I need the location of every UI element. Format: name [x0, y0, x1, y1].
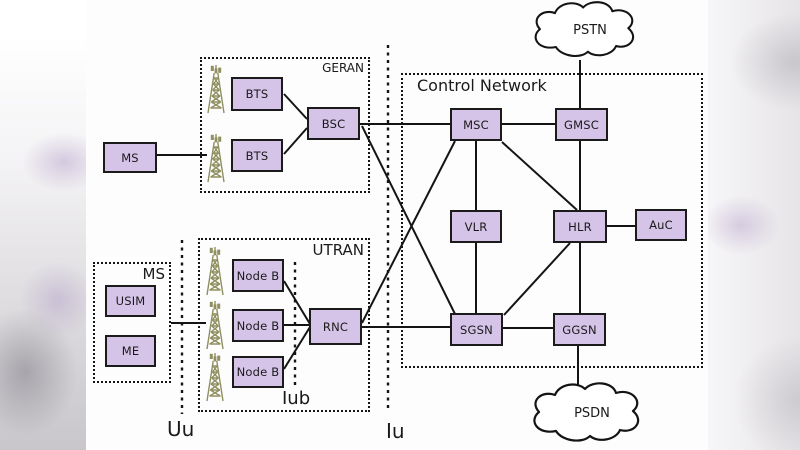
edge-line — [361, 140, 456, 324]
edge-line — [283, 127, 308, 155]
antenna-tower-icon — [206, 352, 224, 402]
edge-line — [503, 242, 571, 316]
antenna-tower-icon — [207, 64, 225, 114]
edge-line — [501, 141, 578, 211]
blurred-backdrop-left — [0, 0, 90, 450]
edge-line — [361, 125, 456, 315]
cloud-psdn — [533, 382, 640, 442]
blurred-backdrop-right — [706, 0, 800, 450]
antenna-tower-icon — [207, 133, 225, 183]
cloud-pstn — [534, 1, 635, 58]
antenna-tower-icon — [206, 300, 224, 350]
edge-line — [283, 280, 311, 325]
antenna-tower-icon — [206, 246, 224, 296]
edge-line — [283, 326, 311, 370]
edge-line — [283, 93, 308, 120]
